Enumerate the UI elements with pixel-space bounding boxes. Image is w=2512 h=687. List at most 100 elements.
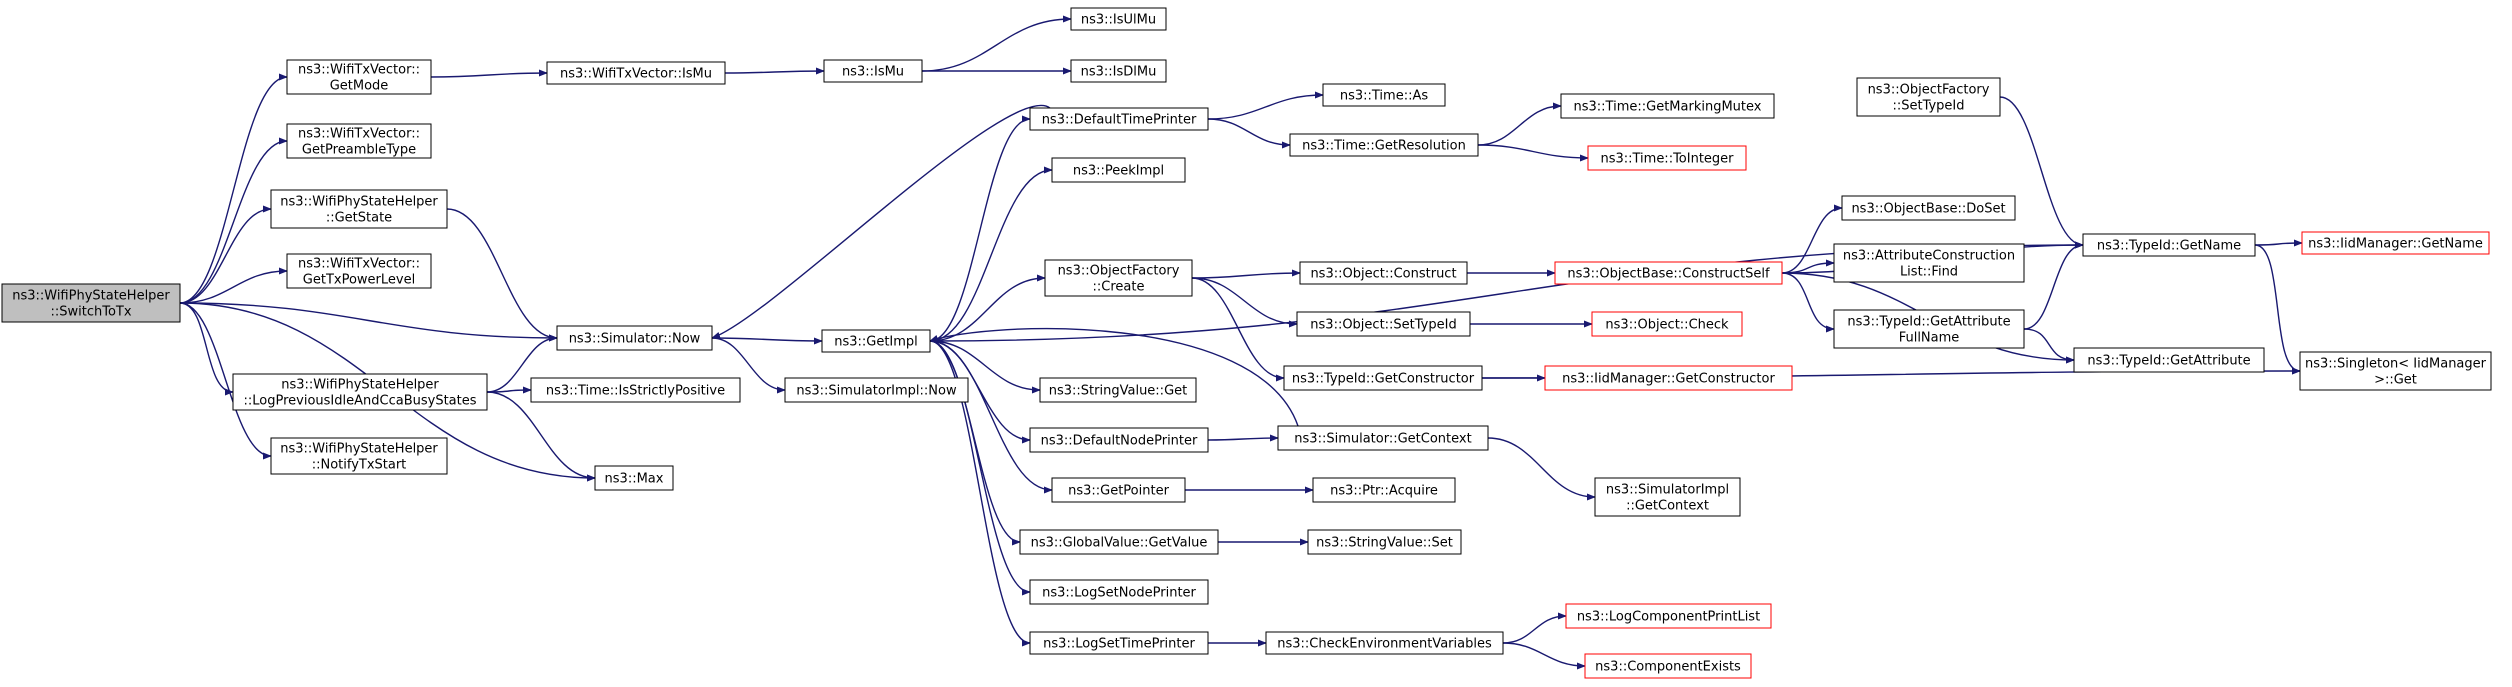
node-label: ns3::GetImpl xyxy=(834,335,918,350)
node-logprev[interactable]: ns3::WifiPhyStateHelper::LogPreviousIdle… xyxy=(232,373,488,411)
edge-logprev-to-simnow xyxy=(486,334,558,393)
node-label: ::NotifyTxStart xyxy=(312,458,407,473)
node-objcheck[interactable]: ns3::Object::Check xyxy=(1591,311,1743,337)
node-wtxismu[interactable]: ns3::WifiTxVector::IsMu xyxy=(546,61,726,85)
edge-simgetctx-to-simimplctx xyxy=(1487,437,1596,501)
node-objsettypeid[interactable]: ns3::Object::SetTypeId xyxy=(1296,311,1471,337)
node-label: ::GetState xyxy=(326,211,392,226)
node-typeidgetattr[interactable]: ns3::TypeId::GetAttribute xyxy=(2073,347,2265,373)
edge-getimpl-to-logsettime xyxy=(929,340,1031,647)
node-label: ns3::WifiTxVector::IsMu xyxy=(560,67,712,82)
node-label: ns3::ObjectBase::ConstructSelf xyxy=(1567,267,1770,282)
node-objbasedoset[interactable]: ns3::ObjectBase::DoSet xyxy=(1841,195,2016,221)
edge-line xyxy=(179,302,272,460)
node-getpreamble[interactable]: ns3::WifiTxVector::GetPreambleType xyxy=(286,123,432,159)
node-ismu[interactable]: ns3::IsMu xyxy=(823,59,923,83)
node-ptracquire[interactable]: ns3::Ptr::Acquire xyxy=(1312,477,1456,503)
node-simgetctx[interactable]: ns3::Simulator::GetContext xyxy=(1277,425,1489,451)
edge-typeidgetname-to-iidgetname xyxy=(2254,239,2303,247)
edge-line xyxy=(179,302,234,396)
node-box xyxy=(1299,261,1468,285)
node-simnow[interactable]: ns3::Simulator::Now xyxy=(556,325,713,351)
node-objfactsettid[interactable]: ns3::ObjectFactory::SetTypeId xyxy=(1856,77,2001,117)
node-box xyxy=(1070,59,1167,83)
node-label: ns3::CheckEnvironmentVariables xyxy=(1277,637,1492,652)
node-peekimpl[interactable]: ns3::PeekImpl xyxy=(1051,157,1186,183)
node-box xyxy=(1856,77,2001,117)
node-label: ns3::Time::ToInteger xyxy=(1600,152,1734,167)
node-root[interactable]: ns3::WifiPhyStateHelper::SwitchToTx xyxy=(1,283,181,323)
node-box xyxy=(784,377,969,403)
edge-root-to-notifytx xyxy=(179,302,272,460)
node-typeidgetname[interactable]: ns3::TypeId::GetName xyxy=(2082,233,2256,257)
node-objconstruct[interactable]: ns3::Object::Construct xyxy=(1299,261,1468,285)
node-box xyxy=(2082,233,2256,257)
node-label: ns3::Max xyxy=(605,472,664,487)
node-iidgetctor[interactable]: ns3::IidManager::GetConstructor xyxy=(1544,365,1793,391)
node-isulmu[interactable]: ns3::IsUlMu xyxy=(1070,7,1167,31)
node-defnode[interactable]: ns3::DefaultNodePrinter xyxy=(1029,427,1209,453)
node-getmode[interactable]: ns3::WifiTxVector::GetMode xyxy=(286,59,432,95)
node-getpointer[interactable]: ns3::GetPointer xyxy=(1051,477,1186,503)
node-getmarking[interactable]: ns3::Time::GetMarkingMutex xyxy=(1560,93,1775,119)
node-box xyxy=(232,373,488,411)
node-simimplnow[interactable]: ns3::SimulatorImpl::Now xyxy=(784,377,969,403)
node-tointeger[interactable]: ns3::Time::ToInteger xyxy=(1587,145,1747,171)
node-label: ns3::Time::GetResolution xyxy=(1302,139,1466,154)
node-box xyxy=(1587,145,1747,171)
edge-objfactcreate-to-typeidgetctor xyxy=(1191,277,1285,382)
node-deftime[interactable]: ns3::DefaultTimePrinter xyxy=(1029,107,1209,131)
node-isstrict[interactable]: ns3::Time::IsStrictlyPositive xyxy=(530,377,741,403)
node-max[interactable]: ns3::Max xyxy=(594,465,674,491)
edge-typeidgetattrfull-to-typeidgetattr xyxy=(2023,328,2075,364)
node-logsetnode[interactable]: ns3::LogSetNodePrinter xyxy=(1029,579,1209,605)
node-logcomplist[interactable]: ns3::LogComponentPrintList xyxy=(1565,603,1772,629)
node-label: ns3::SimulatorImpl::Now xyxy=(796,384,957,399)
node-box xyxy=(1,283,181,323)
edge-wtxismu-to-ismu xyxy=(724,67,825,75)
edge-getimpl-to-peekimpl xyxy=(929,166,1053,342)
edge-line xyxy=(1477,144,1589,162)
node-compexists[interactable]: ns3::ComponentExists xyxy=(1584,653,1752,679)
node-notifytx[interactable]: ns3::WifiPhyStateHelper::NotifyTxStart xyxy=(270,437,448,475)
edge-root-to-getpreamble xyxy=(179,137,288,304)
node-box xyxy=(1277,425,1489,451)
node-label: ns3::Object::Check xyxy=(1605,318,1729,333)
edge-line xyxy=(179,137,288,304)
node-typeidgetctor[interactable]: ns3::TypeId::GetConstructor xyxy=(1283,365,1483,391)
edge-line xyxy=(929,340,1031,647)
node-simimplctx[interactable]: ns3::SimulatorImpl::GetContext xyxy=(1594,477,1741,517)
node-timeas[interactable]: ns3::Time::As xyxy=(1322,83,1446,107)
node-singleton[interactable]: ns3::Singleton< IidManager>::Get xyxy=(2299,351,2492,391)
edge-checkenv-to-logcomplist xyxy=(1502,612,1567,644)
edge-line xyxy=(1781,272,1835,333)
node-checkenv[interactable]: ns3::CheckEnvironmentVariables xyxy=(1265,631,1504,655)
node-label: ns3::StringValue::Get xyxy=(1049,384,1187,399)
node-objfactcreate[interactable]: ns3::ObjectFactory::Create xyxy=(1044,259,1193,297)
node-label: ns3::Singleton< IidManager xyxy=(2305,357,2487,372)
edge-ismu-to-isulmu xyxy=(921,15,1072,72)
node-getstate[interactable]: ns3::WifiPhyStateHelper::GetState xyxy=(270,189,448,229)
node-gvgetvalue[interactable]: ns3::GlobalValue::GetValue xyxy=(1019,529,1219,555)
node-strvalget[interactable]: ns3::StringValue::Get xyxy=(1039,377,1197,403)
edge-objbasecs-to-typeidgetattrfull xyxy=(1781,272,1835,333)
node-strvalset[interactable]: ns3::StringValue::Set xyxy=(1307,529,1462,555)
edge-deftime-to-timeas xyxy=(1207,91,1324,120)
node-box xyxy=(1051,477,1186,503)
edge-objfactcreate-to-objconstruct xyxy=(1191,269,1301,279)
node-label: ns3::WifiPhyStateHelper xyxy=(280,442,438,457)
node-label: ns3::ObjectFactory xyxy=(1868,83,1990,98)
node-isdlmu[interactable]: ns3::IsDlMu xyxy=(1070,59,1167,83)
node-getimpl[interactable]: ns3::GetImpl xyxy=(821,329,931,353)
node-timegetres[interactable]: ns3::Time::GetResolution xyxy=(1289,133,1479,157)
node-logsettime[interactable]: ns3::LogSetTimePrinter xyxy=(1029,631,1209,655)
node-gettxpower[interactable]: ns3::WifiTxVector::GetTxPowerLevel xyxy=(286,253,432,289)
node-objbasecs[interactable]: ns3::ObjectBase::ConstructSelf xyxy=(1554,261,1783,285)
node-label: ::Create xyxy=(1093,280,1145,295)
edge-root-to-logprev xyxy=(179,302,234,396)
edge-line xyxy=(929,327,1299,427)
node-iidgetname[interactable]: ns3::IidManager::GetName xyxy=(2301,231,2490,255)
edge-line xyxy=(179,302,558,342)
